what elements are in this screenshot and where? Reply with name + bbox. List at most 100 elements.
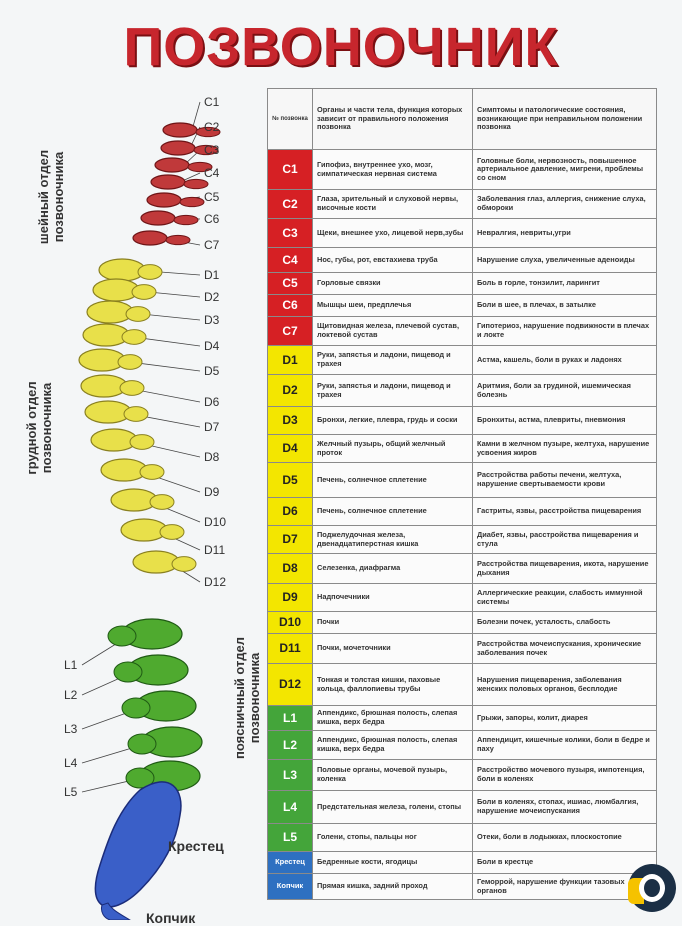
vertebra-code: L5	[267, 823, 313, 852]
organs-cell: Почки	[312, 611, 473, 634]
region-label-thoracic: грудной отдел позвоночника	[24, 381, 54, 475]
vertebra-label-C6: C6	[204, 212, 220, 226]
organs-cell: Почки, мочеточники	[312, 633, 473, 664]
vertebra-C6	[140, 210, 176, 226]
organs-cell: Бронхи, легкие, плевра, грудь и соски	[312, 406, 473, 435]
header-organs: Органы и части тела, функция которых зав…	[312, 88, 473, 150]
vertebra-process-C3	[187, 161, 213, 173]
vertebra-label-C7: C7	[204, 238, 220, 252]
page-title: ПОЗВОНОЧНИК	[123, 17, 559, 77]
vertebra-process-C6	[173, 214, 199, 226]
vertebra-label-C3: C3	[204, 143, 220, 157]
vertebra-label-L4: L4	[64, 756, 78, 770]
vertebra-code: L4	[267, 790, 313, 824]
vertebra-label-C2: C2	[204, 120, 220, 134]
vertebra-process-C1	[195, 126, 221, 138]
vertebra-C4	[150, 174, 186, 190]
organs-cell: Горловые связки	[312, 272, 473, 295]
vertebra-process-D11	[159, 524, 185, 540]
vertebra-label-D9: D9	[204, 485, 220, 499]
vertebra-label-C5: C5	[204, 190, 220, 204]
vertebra-code: C1	[267, 149, 313, 190]
header-code: № позвонка	[267, 88, 313, 150]
organs-cell: Глаза, зрительный и слуховой нервы, висо…	[312, 189, 473, 219]
symptoms-cell: Заболевания глаз, аллергия, снижение слу…	[472, 189, 657, 219]
symptoms-cell: Гипотериоз, нарушение подвижности в плеч…	[472, 316, 657, 346]
vertebra-process-L5	[125, 767, 155, 789]
table-header-row: № позвонка Органы и части тела, функция …	[267, 88, 657, 150]
vertebra-code: L2	[267, 730, 313, 760]
vertebra-label-L2: L2	[64, 688, 78, 702]
vertebra-label-L5: L5	[64, 785, 78, 799]
vertebra-label-D2: D2	[204, 290, 220, 304]
organs-cell: Печень, солнечное сплетение	[312, 497, 473, 526]
vertebra-code: D9	[267, 583, 313, 612]
symptoms-cell: Нарушения пищеварения, заболевания женск…	[472, 663, 657, 706]
symptoms-cell: Отеки, боли в лодыжках, плоскостопие	[472, 823, 657, 852]
symptoms-cell: Расстройство мочевого пузыря, импотенция…	[472, 759, 657, 791]
organs-cell: Тонкая и толстая кишки, паховые кольца, …	[312, 663, 473, 706]
organs-cell: Щитовидная железа, плечевой сустав, локт…	[312, 316, 473, 346]
symptoms-cell: Аппендицит, кишечные колики, боли в бедр…	[472, 730, 657, 760]
vertebra-label-D11: D11	[204, 543, 226, 557]
vertebra-process-C7	[165, 234, 191, 246]
vertebra-label-D4: D4	[204, 339, 220, 353]
organs-cell: Печень, солнечное сплетение	[312, 462, 473, 498]
vertebra-label-D7: D7	[204, 420, 220, 434]
vertebra-process-C2	[193, 144, 219, 156]
vertebra-label-C1: C1	[204, 95, 220, 109]
organs-cell: Предстательная железа, голени, стопы	[312, 790, 473, 824]
symptoms-cell: Аллергические реакции, слабость иммунной…	[472, 583, 657, 612]
vertebra-code: C7	[267, 316, 313, 346]
organs-cell: Щеки, внешнее ухо, лицевой нерв,зубы	[312, 218, 473, 248]
symptoms-cell: Камни в желчном пузыре, желтуха, нарушен…	[472, 434, 657, 463]
vertebra-code: D1	[267, 345, 313, 375]
vertebrae-group	[78, 122, 221, 792]
vertebra-process-D10	[149, 494, 175, 510]
vertebra-process-D4	[121, 329, 147, 345]
symptoms-cell: Бронхиты, астма, плевриты, пневмония	[472, 406, 657, 435]
organs-cell: Нос, губы, рот, евстахиева труба	[312, 247, 473, 273]
symptoms-cell: Нарушение слуха, увеличенные аденоиды	[472, 247, 657, 273]
vertebra-code: D2	[267, 374, 313, 407]
symptoms-cell: Грыжи, запоры, колит, диарея	[472, 705, 657, 731]
symptoms-cell: Геморрой, нарушение функции тазовых орга…	[472, 873, 657, 900]
vertebra-process-D5	[117, 354, 143, 370]
organs-cell: Мышцы шеи, предплечья	[312, 294, 473, 317]
symptoms-cell: Боль в горле, тонзилит, ларингит	[472, 272, 657, 295]
vertebra-C5	[146, 192, 182, 208]
vertebra-process-L3	[121, 697, 151, 719]
vertebra-process-D6	[119, 380, 145, 396]
vertebra-code: Крестец	[267, 851, 313, 874]
vertebra-label-L3: L3	[64, 722, 78, 736]
vertebra-code: D10	[267, 611, 313, 634]
sacrum-shape	[94, 781, 182, 908]
vertebra-label-D5: D5	[204, 364, 220, 378]
vertebra-process-D2	[131, 284, 157, 300]
vertebra-code: D11	[267, 633, 313, 664]
symptoms-cell: Расстройства мочеиспускания, хронические…	[472, 633, 657, 664]
organs-cell: Аппендикс, брюшная полость, слепая кишка…	[312, 730, 473, 760]
symptoms-cell: Боли в крестце	[472, 851, 657, 874]
symptoms-cell: Астма, кашель, боли в руках и ладонях	[472, 345, 657, 375]
organs-cell: Аппендикс, брюшная полость, слепая кишка…	[312, 705, 473, 731]
coccyx-label: Копчик	[146, 910, 196, 926]
vertebra-label-D10: D10	[204, 515, 227, 529]
region-label-lumbar: поясничный отдел позвоночника	[232, 637, 262, 759]
symptoms-cell: Гастриты, язвы, расстройства пищеварения	[472, 497, 657, 526]
